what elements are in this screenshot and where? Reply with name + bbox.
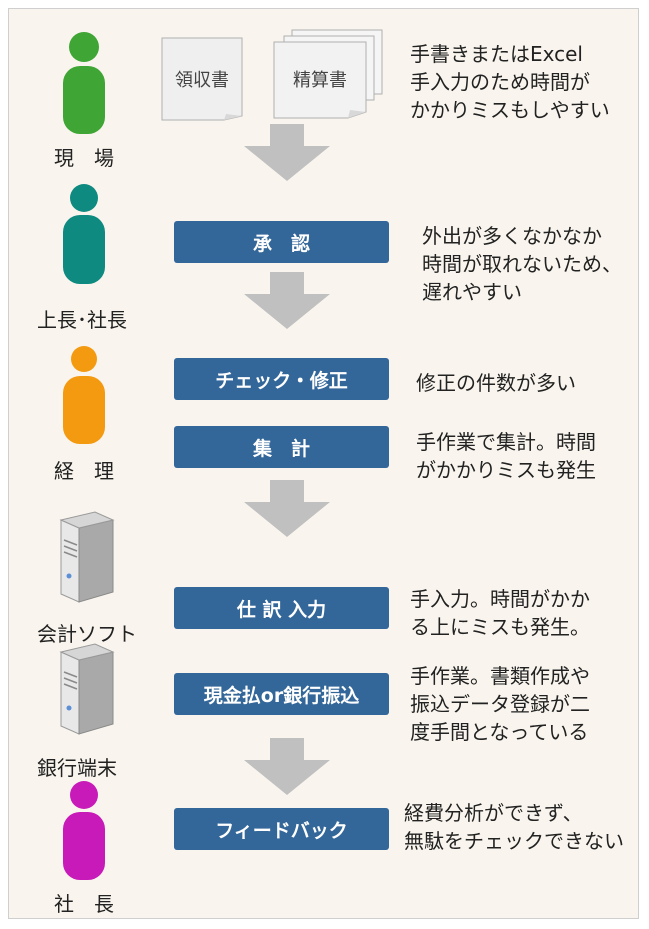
step-tally: 集 計 <box>174 426 389 468</box>
receipt-doc-label: 領収書 <box>175 70 229 91</box>
step-check-fix: チェック・修正 <box>174 358 389 400</box>
note-journal: 手入力。時間がかか る上にミスも発生。 <box>410 585 590 641</box>
note-line: 経費分析ができず、 <box>404 801 583 825</box>
flow-arrow-1 <box>244 124 330 181</box>
note-line: 手作業。書類作成や <box>410 664 590 688</box>
note-feedback: 経費分析ができず、 無駄をチェックできない <box>404 799 624 855</box>
flow-arrow-3 <box>244 480 330 537</box>
actor-label-accounting: 経 理 <box>54 459 114 483</box>
note-payment: 手作業。書類作成や 振込データ登録が二 度手間となっている <box>410 662 590 746</box>
step-journal-entry: 仕 訳 入力 <box>174 587 389 629</box>
accounting-software-server-icon <box>59 511 115 603</box>
note-check: 修正の件数が多い <box>416 369 576 397</box>
actor-label-software: 会計ソフト <box>37 622 137 646</box>
accounting-person-icon <box>63 346 105 444</box>
settlement-doc-label: 精算書 <box>293 70 347 91</box>
step-approval: 承 認 <box>174 221 389 263</box>
note-line: る上にミスも発生。 <box>410 615 590 639</box>
note-line: 手書きまたはExcel <box>410 42 583 66</box>
actor-label-president: 社 長 <box>54 892 114 916</box>
note-line: 振込データ登録が二 <box>410 692 590 716</box>
note-line: がかかりミスも発生 <box>416 458 596 482</box>
note-tally: 手作業で集計。時間 がかかりミスも発生 <box>416 428 596 484</box>
note-line: 無駄をチェックできない <box>404 829 624 853</box>
actor-label-boss: 上長･社長 <box>37 308 127 332</box>
note-line: 手入力のため時間が <box>410 70 590 94</box>
field-person-icon <box>63 32 105 134</box>
note-line: 度手間となっている <box>410 720 589 744</box>
step-feedback: フィードバック <box>174 808 389 850</box>
note-line: 遅れやすい <box>422 280 522 304</box>
flow-arrow-2 <box>244 272 330 329</box>
note-line: 時間が取れないため、 <box>422 252 622 276</box>
note-approval: 外出が多くなかなか 時間が取れないため、 遅れやすい <box>422 222 622 306</box>
note-line: 外出が多くなかなか <box>422 224 602 248</box>
note-line: かかりミスもしやすい <box>410 98 610 122</box>
note-line: 手入力。時間がかか <box>410 587 590 611</box>
flow-arrow-4 <box>244 738 330 795</box>
note-line: 修正の件数が多い <box>416 371 576 395</box>
actor-label-field: 現 場 <box>54 146 114 170</box>
boss-person-icon <box>63 184 105 284</box>
president-person-icon <box>63 781 105 880</box>
note-documents: 手書きまたはExcel 手入力のため時間が かかりミスもしやすい <box>410 40 610 124</box>
note-line: 手作業で集計。時間 <box>416 430 596 454</box>
step-payment: 現金払or銀行振込 <box>174 673 389 715</box>
documents-icon: 領収書 精算書 <box>161 29 383 121</box>
bank-terminal-server-icon <box>59 643 115 735</box>
actor-label-bank-terminal: 銀行端末 <box>37 756 117 780</box>
